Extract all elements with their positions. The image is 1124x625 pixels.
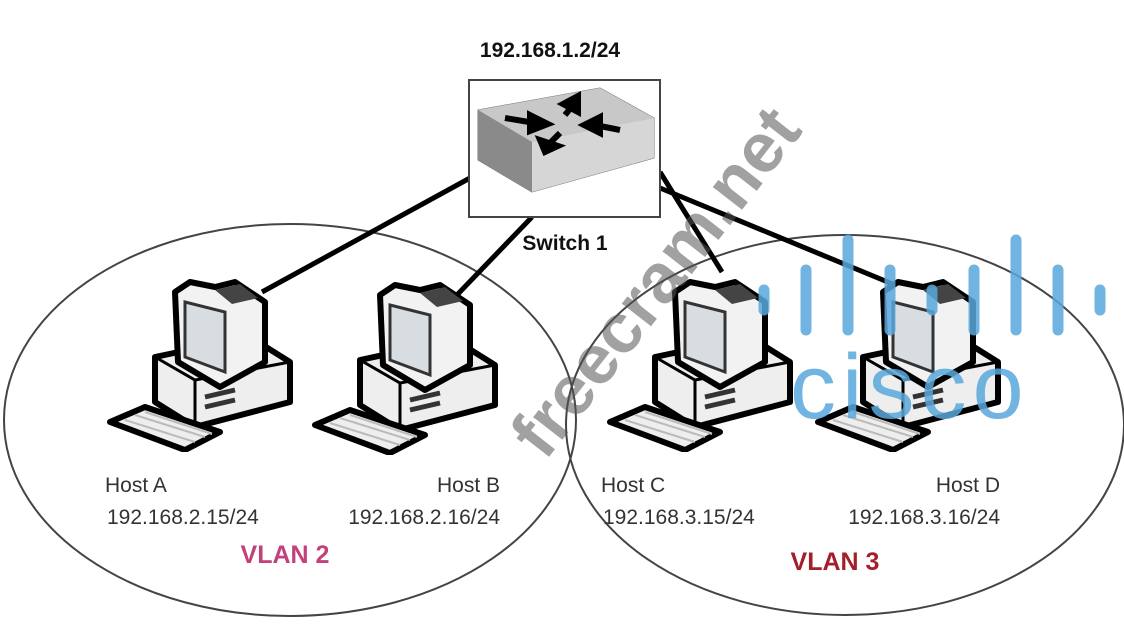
host-a-ip: 192.168.2.15/24: [107, 506, 259, 529]
switch-1: [468, 79, 661, 218]
vlan3-label: VLAN 3: [791, 548, 880, 576]
host-d-name: Host D: [936, 474, 1000, 497]
switch-arrows-icon: [504, 91, 621, 157]
switch-ip: 192.168.1.2/24: [480, 39, 620, 62]
switch-label: Switch 1: [522, 232, 608, 255]
cisco-logo-text: cisco: [790, 336, 1030, 438]
host-c-ip: 192.168.3.15/24: [603, 506, 755, 529]
host-c-name: Host C: [601, 474, 665, 497]
vlan2-boundary: [3, 223, 577, 617]
host-a-computer-icon: [110, 282, 290, 450]
link-host-d: [659, 185, 896, 288]
cisco-logo-watermark: cisco: [758, 234, 1106, 438]
host-b-computer-icon: [315, 285, 495, 453]
host-a-name: Host A: [105, 474, 167, 497]
host-b-name: Host B: [437, 474, 500, 497]
host-d-ip: 192.168.3.16/24: [848, 506, 1000, 529]
link-host-a: [260, 175, 472, 295]
link-host-c: [657, 170, 725, 274]
host-b-ip: 192.168.2.16/24: [348, 506, 500, 529]
links: [260, 170, 896, 299]
link-host-b: [453, 215, 534, 299]
vlan2-label: VLAN 2: [241, 541, 330, 569]
vlan3-boundary: [565, 234, 1124, 616]
